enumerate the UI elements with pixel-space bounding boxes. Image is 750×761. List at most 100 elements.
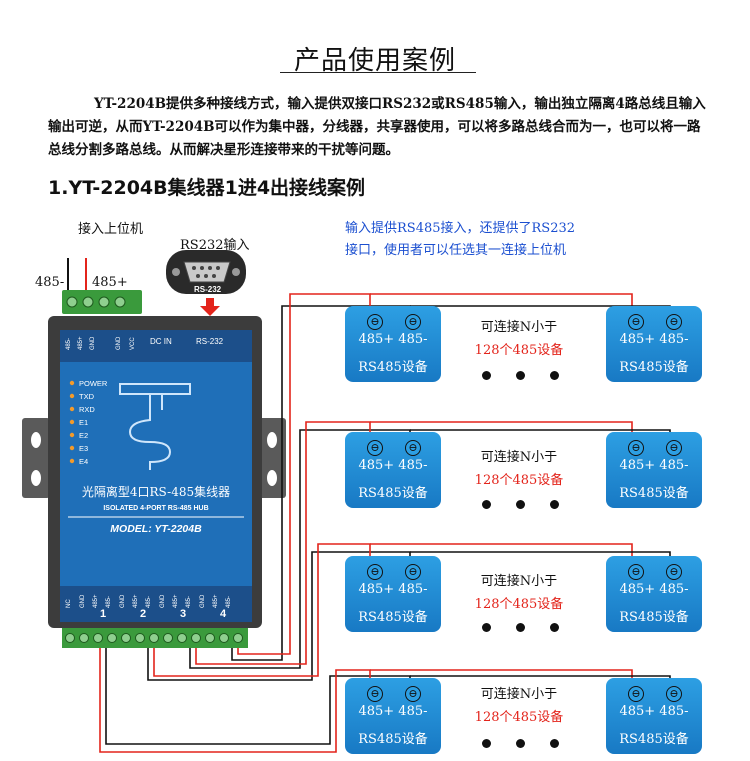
hub-top-pin: VCC [130, 337, 136, 350]
middle-note-2: 可连接N小于 128个485设备 [459, 446, 579, 488]
device-pins: 485+ 485- [619, 458, 689, 473]
terminal-icon: ⊖ [628, 686, 644, 702]
device-pins: 485+ 485- [619, 332, 689, 347]
rs485-device-right-1: ⊖ ⊖ 485+ 485- RS485设备 [606, 306, 702, 382]
hub-bottom-pin: 485- [146, 596, 152, 608]
device-name: RS485设备 [358, 610, 428, 625]
middle-line-1: 可连接N小于 [480, 320, 558, 335]
note-line-2: 接口，使用者可以任选其一连接上位机 [345, 243, 567, 258]
label-485-minus: 485- [35, 275, 65, 290]
hub-bottom-pin: 485+ [133, 594, 139, 608]
terminal-icon: ⊖ [666, 564, 682, 580]
ellipsis-dots [482, 617, 584, 636]
hub-bottom-pin: GND [200, 594, 206, 608]
rs485-device-left-1: ⊖ ⊖ 485+ 485- RS485设备 [345, 306, 441, 382]
hub-bottom-pin: 485+ [213, 594, 219, 608]
terminal-icon: ⊖ [367, 564, 383, 580]
terminal-icon: ⊖ [628, 564, 644, 580]
device-pins: 485+ 485- [358, 704, 428, 719]
hub-bottom-pin: 485+ [173, 594, 179, 608]
terminal-icon: ⊖ [666, 314, 682, 330]
terminal-icon: ⊖ [405, 440, 421, 456]
middle-line-1: 可连接N小于 [480, 574, 558, 589]
port-number: 2 [140, 608, 146, 620]
device-name: RS485设备 [358, 732, 428, 747]
hub-top-pin: GND [116, 336, 122, 350]
port-number: 4 [220, 608, 227, 620]
rs232-input-label: RS232输入 [180, 238, 250, 253]
hub-bottom-pin: GND [120, 594, 126, 608]
middle-note-1: 可连接N小于 128个485设备 [459, 316, 579, 358]
intro-text: YT-2204B提供多种接线方式，输入提供双接口RS232或RS485输入，输出… [48, 96, 706, 158]
rs485-device-left-2: ⊖ ⊖ 485+ 485- RS485设备 [345, 432, 441, 508]
led-label: E4 [79, 457, 88, 466]
terminal-icon: ⊖ [666, 440, 682, 456]
terminal-icon: ⊖ [367, 314, 383, 330]
rs485-device-right-3: ⊖ ⊖ 485+ 485- RS485设备 [606, 556, 702, 632]
terminal-icon: ⊖ [666, 686, 682, 702]
port-number: 1 [100, 608, 106, 620]
device-name: RS485设备 [619, 732, 689, 747]
middle-note-3: 可连接N小于 128个485设备 [459, 570, 579, 612]
rs485-device-right-2: ⊖ ⊖ 485+ 485- RS485设备 [606, 432, 702, 508]
arrow-down-icon [200, 298, 220, 316]
terminal-icon: ⊖ [367, 440, 383, 456]
hub-bottom-pin: 485- [226, 596, 232, 608]
hub-bottom-pin: 485- [186, 596, 192, 608]
led-label: TXD [79, 392, 95, 401]
device-name: RS485设备 [619, 486, 689, 501]
hub-top-pin: 485- [66, 338, 72, 350]
rs485-device-left-4: ⊖ ⊖ 485+ 485- RS485设备 [345, 678, 441, 754]
hub-bottom-pin: GND [80, 594, 86, 608]
hub-logo-icon [119, 383, 191, 470]
page-title: 产品使用案例 [293, 46, 456, 76]
db9-label: RS-232 [194, 285, 222, 294]
port-number: 3 [180, 608, 186, 620]
note-text: 输入提供RS485接入，还提供了RS232 接口，使用者可以任选其一连接上位机 [345, 218, 575, 262]
device-pins: 485+ 485- [619, 704, 689, 719]
hub-model: MODEL: YT-2204B [110, 523, 202, 535]
terminal-icon: ⊖ [405, 314, 421, 330]
hub-panel [60, 362, 252, 586]
intro-paragraph: YT-2204B提供多种接线方式，输入提供双接口RS232或RS485输入，输出… [48, 93, 708, 162]
device-pins: 485+ 485- [358, 458, 428, 473]
led-label: E2 [79, 431, 88, 440]
ellipsis-dots [482, 365, 584, 384]
led-label: POWER [79, 379, 108, 388]
led-label: E3 [79, 444, 88, 453]
hub-rs232: RS-232 [196, 337, 224, 346]
middle-line-1: 可连接N小于 [480, 450, 558, 465]
device-name: RS485设备 [619, 360, 689, 375]
led-label: E1 [79, 418, 88, 427]
hub-name-en: ISOLATED 4-PORT RS-485 HUB [103, 505, 208, 512]
ellipsis-dots [482, 733, 584, 752]
hub-top-pin: 485+ [78, 336, 84, 350]
terminal-icon: ⊖ [367, 686, 383, 702]
hub-dc-in: DC IN [150, 337, 172, 346]
ellipsis-dots [482, 494, 584, 513]
hub-bottom-pin: NC [66, 599, 72, 608]
hub-bottom-pin: GND [160, 594, 166, 608]
device-name: RS485设备 [619, 610, 689, 625]
terminal-icon: ⊖ [405, 564, 421, 580]
hub-bottom-pin: 485+ [93, 594, 99, 608]
terminal-icon: ⊖ [628, 314, 644, 330]
middle-note-4: 可连接N小于 128个485设备 [459, 683, 579, 725]
section-heading: 1.YT-2204B集线器1进4出接线案例 [48, 177, 366, 199]
device-name: RS485设备 [358, 486, 428, 501]
middle-line-2: 128个485设备 [474, 473, 564, 488]
device-pins: 485+ 485- [619, 582, 689, 597]
host-label: 接入上位机 [78, 222, 144, 237]
hub-bottom-pin: 485- [106, 596, 112, 608]
rs485-device-left-3: ⊖ ⊖ 485+ 485- RS485设备 [345, 556, 441, 632]
hub-top-pin: GND [90, 336, 96, 350]
terminal-icon: ⊖ [628, 440, 644, 456]
middle-line-1: 可连接N小于 [480, 687, 558, 702]
device-pins: 485+ 485- [358, 332, 428, 347]
middle-line-2: 128个485设备 [474, 597, 564, 612]
note-line-1: 输入提供RS485接入，还提供了RS232 [345, 221, 576, 236]
middle-line-2: 128个485设备 [474, 343, 564, 358]
title-underline [280, 72, 476, 73]
terminal-icon: ⊖ [405, 686, 421, 702]
